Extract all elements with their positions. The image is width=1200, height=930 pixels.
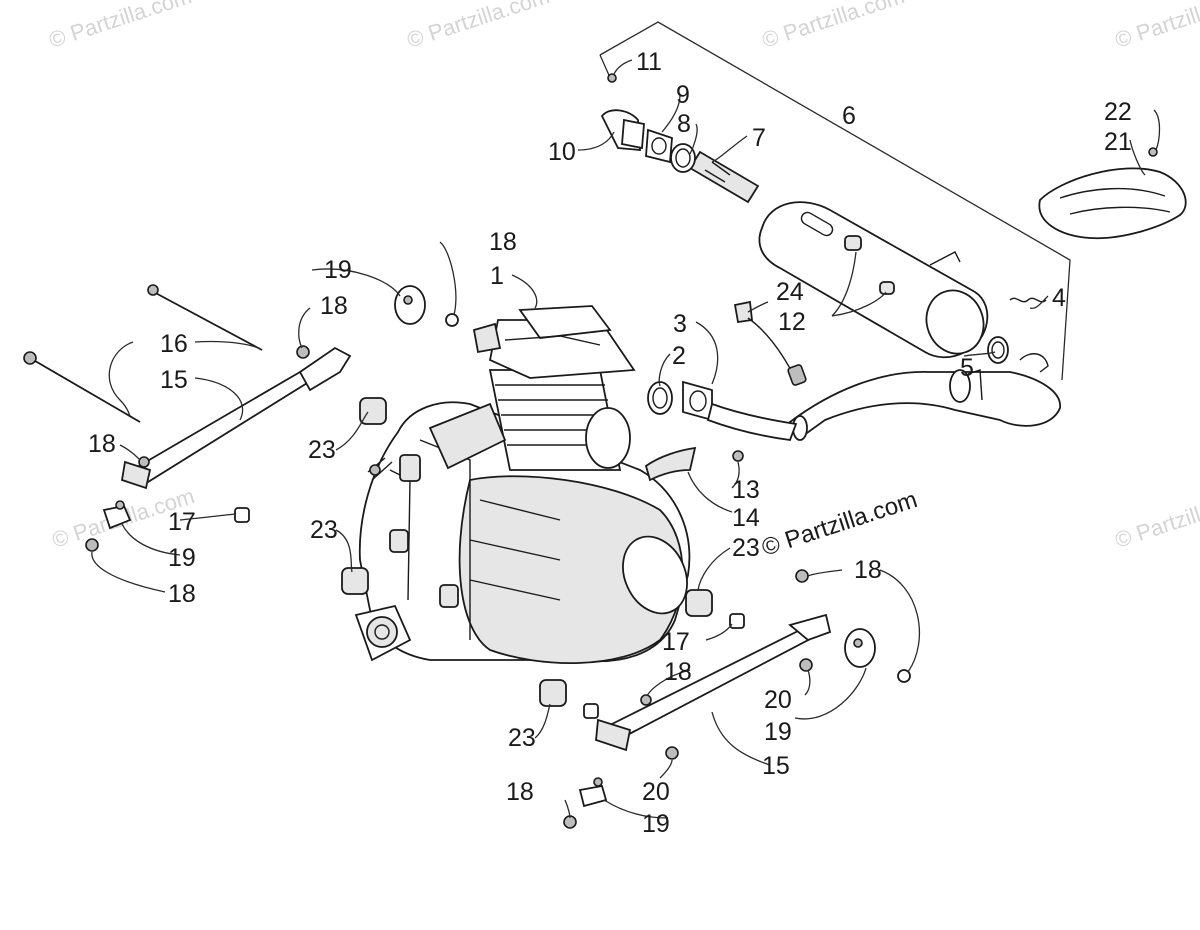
callout-12: 12 [778, 308, 806, 336]
callout-18d: 18 [168, 580, 196, 608]
callout-19a: 19 [324, 256, 352, 284]
callout-18f: 18 [664, 658, 692, 686]
callout-19d: 19 [642, 810, 670, 838]
callout-17: 17 [168, 508, 196, 536]
exhaust-assembly [599, 21, 1187, 462]
engine [354, 305, 697, 664]
callout-1: 1 [490, 262, 504, 290]
callout-20b: 20 [642, 778, 670, 806]
callout-23b: 23 [310, 516, 338, 544]
callout-labels: 1 2 3 4 5 6 7 8 9 10 11 12 13 14 15 15 1… [88, 48, 1132, 838]
callout-18a: 18 [489, 228, 517, 256]
callout-20a: 20 [764, 686, 792, 714]
callout-23a: 23 [308, 436, 336, 464]
callout-15b: 15 [762, 752, 790, 780]
watermark-1: © Partzilla.com [46, 0, 195, 53]
callout-16: 16 [160, 330, 188, 358]
exhaust-pipe [788, 371, 1061, 440]
callout-7: 7 [752, 124, 766, 152]
callout-18b: 18 [320, 292, 348, 320]
copyright-credit: © Partzilla.com [759, 486, 921, 562]
callout-14: 14 [732, 504, 760, 532]
callout-18c: 18 [88, 430, 116, 458]
engine-mounts [23, 284, 911, 829]
heat-shield [1038, 167, 1187, 240]
callout-5: 5 [960, 354, 974, 382]
callout-15: 15 [160, 366, 188, 394]
spark-arrestor [688, 150, 760, 204]
callout-18g: 18 [506, 778, 534, 806]
watermark-7: © Partzilla.com [1112, 483, 1200, 553]
callout-4: 4 [1052, 284, 1066, 312]
callout-10: 10 [548, 138, 576, 166]
watermark-2: © Partzilla.com [404, 0, 553, 53]
callout-24: 24 [776, 278, 804, 306]
callout-9: 9 [676, 81, 690, 109]
callout-22: 22 [1104, 98, 1132, 126]
callout-21: 21 [1104, 128, 1132, 156]
callout-23c: 23 [732, 534, 760, 562]
callout-3: 3 [673, 310, 687, 338]
watermark-3: © Partzilla.com [759, 0, 908, 53]
callout-8: 8 [677, 110, 691, 138]
callout-2: 2 [672, 342, 686, 370]
callout-11: 11 [636, 48, 662, 76]
callout-17b: 17 [662, 628, 690, 656]
watermark-4: © Partzilla.com [1112, 0, 1200, 53]
callout-13: 13 [732, 476, 760, 504]
leader-lines [91, 59, 1161, 819]
callout-23d: 23 [508, 724, 536, 752]
callout-19b: 19 [168, 544, 196, 572]
callout-19c: 19 [764, 718, 792, 746]
callout-18e: 18 [854, 556, 882, 584]
callout-6: 6 [842, 102, 856, 130]
